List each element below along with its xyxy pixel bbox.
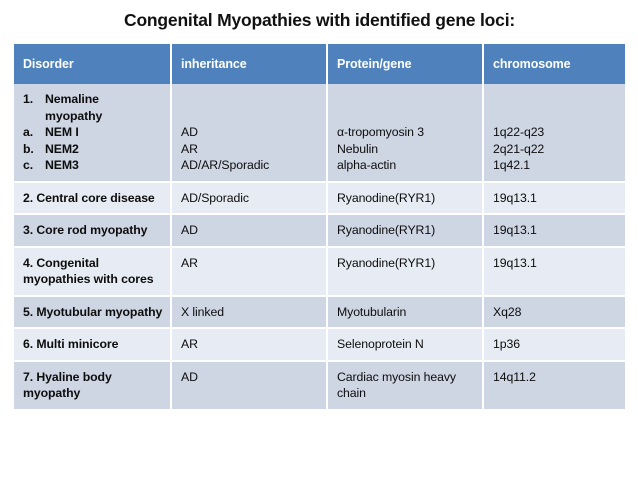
table-row: 4. Congenital myopathies with cores AR R…: [14, 246, 625, 297]
list-label: NEM I: [45, 125, 79, 139]
cell-protein-gene: Myotubularin: [327, 295, 484, 329]
column-header-chromosome: chromosome: [483, 44, 625, 84]
cell-disorder: 6. Multi minicore: [14, 328, 172, 362]
chromosome-value: 2q21-q22: [493, 141, 545, 156]
cell-chromosome: 19q13.1: [483, 214, 625, 248]
disorder-main-line: 1. Nemaline: [23, 91, 164, 108]
cell-inheritance: AR: [171, 246, 328, 297]
list-label: Nemaline: [45, 92, 99, 106]
protein-value: Nebulin: [337, 141, 379, 156]
table-row: 2. Central core disease AD/Sporadic Ryan…: [14, 181, 625, 215]
disorder-sub-line: c. NEM3: [23, 157, 164, 174]
cell-inheritance: X linked: [171, 295, 328, 329]
list-marker: c.: [23, 158, 34, 172]
table-header: Disorder inheritance Protein/gene chromo…: [14, 44, 625, 84]
cell-protein-gene: α-tropomyosin 3 Nebulin alpha-actin: [327, 84, 484, 183]
list-marker: 1.: [23, 92, 34, 106]
chromosome-value: 1q22-q23: [493, 125, 545, 139]
cell-protein-gene: Cardiac myosin heavy chain: [327, 360, 484, 411]
cell-chromosome: Xq28: [483, 295, 625, 329]
table-row: 6. Multi minicore AR Selenoprotein N 1p3…: [14, 328, 625, 362]
cell-disorder: 2. Central core disease: [14, 181, 172, 215]
cell-disorder: 7. Hyaline body myopathy: [14, 360, 172, 411]
cell-chromosome: 1q22-q23 2q21-q22 1q42.1: [483, 84, 625, 183]
table-row: 3. Core rod myopathy AD Ryanodine(RYR1) …: [14, 214, 625, 248]
list-marker: a.: [23, 125, 34, 139]
table-row: 7. Hyaline body myopathy AD Cardiac myos…: [14, 360, 625, 411]
column-header-disorder: Disorder: [14, 44, 172, 84]
cell-inheritance: AD: [171, 360, 328, 411]
cell-inheritance: AD/Sporadic: [171, 181, 328, 215]
cell-disorder: 5. Myotubular myopathy: [14, 295, 172, 329]
list-label: NEM3: [45, 158, 79, 172]
disorder-main-line-2: myopathy: [45, 108, 103, 123]
page-title: Congenital Myopathies with identified ge…: [124, 10, 515, 30]
column-header-inheritance: inheritance: [171, 44, 328, 84]
table-header-row: Disorder inheritance Protein/gene chromo…: [14, 44, 625, 84]
protein-value: alpha-actin: [337, 158, 397, 172]
cell-disorder: 1. Nemaline myopathy a. NEM I b. NEM2: [14, 84, 172, 183]
disorder-sub-line: a. NEM I: [23, 124, 164, 141]
cell-chromosome: 1p36: [483, 328, 625, 362]
cell-protein-gene: Selenoprotein N: [327, 328, 484, 362]
cell-protein-gene: Ryanodine(RYR1): [327, 214, 484, 248]
gene-loci-table: Disorder inheritance Protein/gene chromo…: [14, 44, 625, 411]
column-header-protein-gene: Protein/gene: [327, 44, 484, 84]
table-row: 5. Myotubular myopathy X linked Myotubul…: [14, 295, 625, 329]
inheritance-value: AD/AR/Sporadic: [181, 158, 270, 172]
cell-inheritance: AD: [171, 214, 328, 248]
gene-loci-table-wrapper: Disorder inheritance Protein/gene chromo…: [14, 44, 625, 411]
cell-disorder: 3. Core rod myopathy: [14, 214, 172, 248]
cell-inheritance: AR: [171, 328, 328, 362]
cell-chromosome: 19q13.1: [483, 181, 625, 215]
cell-inheritance: AD AR AD/AR/Sporadic: [171, 84, 328, 183]
list-marker: b.: [23, 141, 34, 156]
inheritance-value: AR: [181, 141, 198, 156]
list-label: NEM2: [45, 141, 79, 156]
cell-chromosome: 19q13.1: [483, 246, 625, 297]
protein-value: α-tropomyosin 3: [337, 125, 424, 139]
inheritance-value: AD: [181, 125, 198, 139]
cell-disorder: 4. Congenital myopathies with cores: [14, 246, 172, 297]
cell-protein-gene: Ryanodine(RYR1): [327, 181, 484, 215]
disorder-sub-line: b. NEM2: [23, 141, 164, 158]
cell-protein-gene: Ryanodine(RYR1): [327, 246, 484, 297]
table-row: 1. Nemaline myopathy a. NEM I b. NEM2: [14, 84, 625, 183]
table-body: 1. Nemaline myopathy a. NEM I b. NEM2: [14, 84, 625, 411]
cell-chromosome: 14q11.2: [483, 360, 625, 411]
chromosome-value: 1q42.1: [493, 158, 531, 172]
